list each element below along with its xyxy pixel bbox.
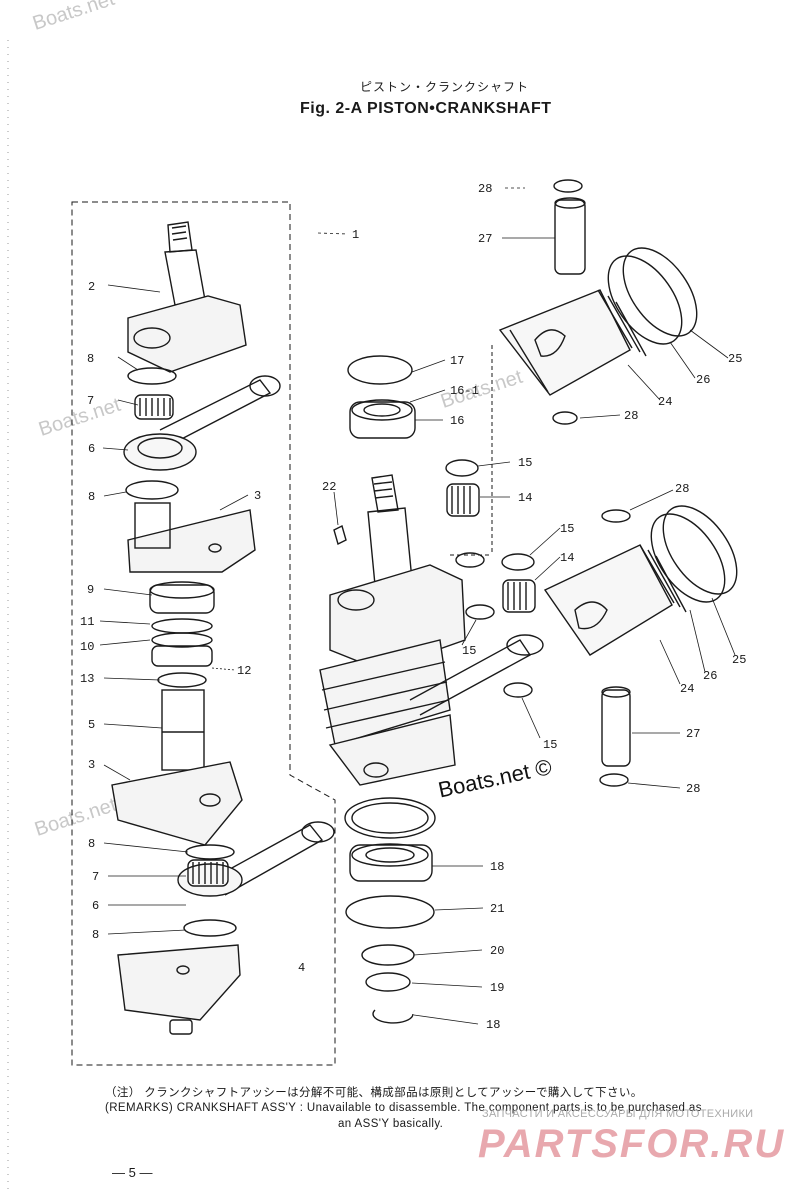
callout-25: 25 [728, 352, 742, 366]
remarks-japanese: （注） クランクシャフトアッシーは分解不可能、構成部品は原則としてアッシーで購入… [105, 1087, 643, 1099]
callout-15: 15 [560, 522, 574, 536]
callout-24: 24 [680, 682, 694, 696]
callout-15: 15 [462, 644, 476, 658]
callout-14: 14 [560, 551, 574, 565]
callout-27: 27 [686, 727, 700, 741]
callout-4: 4 [298, 961, 305, 975]
callout-6: 6 [92, 899, 99, 913]
callout-8: 8 [88, 837, 95, 851]
callout-18: 18 [490, 860, 504, 874]
callout-5: 5 [88, 718, 95, 732]
callout-7: 7 [92, 870, 99, 884]
callout-26: 26 [696, 373, 710, 387]
callout-14: 14 [518, 491, 532, 505]
callout-26: 26 [703, 669, 717, 683]
callout-16-1: 16-1 [450, 384, 479, 398]
callout-8: 8 [87, 352, 94, 366]
callout-28: 28 [478, 182, 492, 196]
callout-12: 12 [237, 664, 251, 678]
brand-logo: PARTSFOR.RU [478, 1122, 786, 1166]
callout-7: 7 [87, 394, 94, 408]
callout-28: 28 [686, 782, 700, 796]
crank-assembled [319, 474, 544, 786]
callout-9: 9 [87, 583, 94, 597]
conrod-upper [123, 375, 281, 471]
callout-13: 13 [80, 672, 94, 686]
callout-8: 8 [92, 928, 99, 942]
callout-16: 16 [450, 414, 464, 428]
title-japanese: ピストン・クランクシャフト [360, 80, 530, 94]
callout-6: 6 [88, 442, 95, 456]
callout-2: 2 [88, 280, 95, 294]
callout-22: 21 [490, 902, 504, 916]
callout-21: 20 [490, 944, 504, 958]
shop-tagline: ЗАПЧАСТИ И АКСЕССУАРЫ ДЛЯ МОТОТЕХНИКИ [482, 1108, 754, 1120]
callout-27: 27 [478, 232, 492, 246]
remarks-english-2: an ASS'Y basically. [338, 1118, 444, 1130]
callout-20: 19 [490, 981, 504, 995]
page-number: — 5 — [112, 1165, 153, 1180]
callout-10: 10 [80, 640, 94, 654]
callout-28: 28 [624, 409, 638, 423]
callout-17: 17 [450, 354, 464, 368]
remarks-english-1: (REMARKS) CRANKSHAFT ASS'Y : Unavailable… [105, 1102, 702, 1114]
callout-15: 15 [543, 738, 557, 752]
assembly-boundary [71, 201, 336, 1066]
callout-19: 18 [486, 1018, 500, 1032]
callout-28: 28 [675, 482, 689, 496]
callout-25: 25 [732, 653, 746, 667]
figure-title: Fig. 2-A PISTON•CRANKSHAFT [300, 100, 552, 117]
callout-24: 24 [658, 395, 672, 409]
callout-3: 3 [254, 489, 261, 503]
crank-upper [127, 221, 247, 373]
callout-15: 15 [518, 456, 532, 470]
callout-23: 22 [322, 480, 336, 494]
callout-11: 11 [80, 615, 94, 629]
callout-3: 3 [88, 758, 95, 772]
callout-1: 1 [352, 228, 359, 242]
callout-8: 8 [88, 490, 95, 504]
